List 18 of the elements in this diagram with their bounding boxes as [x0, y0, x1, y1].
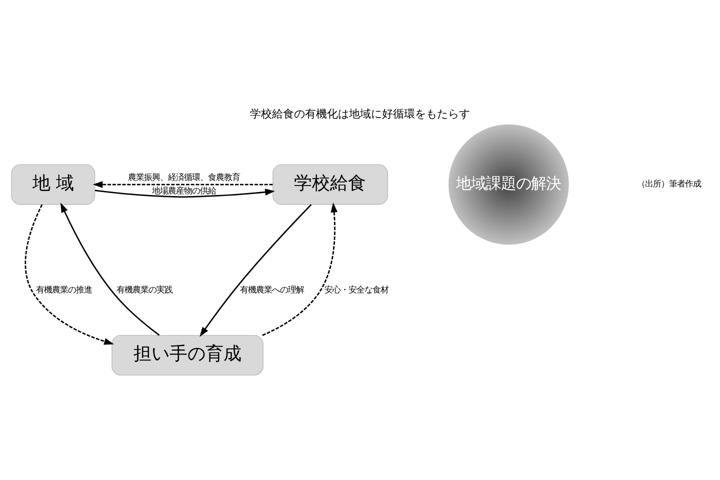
edge-label: 地場農産物の供給 [152, 184, 216, 195]
edge-label: 有機農業の実践 [116, 284, 172, 294]
node-circle: 地域課題の解決 [448, 123, 570, 245]
label: （出所）筆者作成 [636, 178, 701, 188]
edge-label: 有機農業への理解 [240, 284, 304, 294]
node-box: 担い手の育成 [112, 334, 264, 376]
arrow [60, 202, 160, 336]
diagram-title: 学校給食の有機化は地域に好循環をもたらす [250, 107, 470, 120]
arrow [92, 180, 273, 188]
arrow [200, 204, 312, 336]
edge-label: 農業振興、経済循環、食農教育 [128, 172, 240, 182]
arrow [24, 204, 114, 344]
edge-label: 有機農業の推進 [36, 284, 92, 294]
edge-label: 安心・安全な食材 [324, 284, 388, 294]
node-box: 学校給食 [272, 164, 388, 204]
node-box: 地 域 [11, 164, 96, 204]
arrow [94, 188, 275, 198]
arrow [262, 202, 338, 336]
